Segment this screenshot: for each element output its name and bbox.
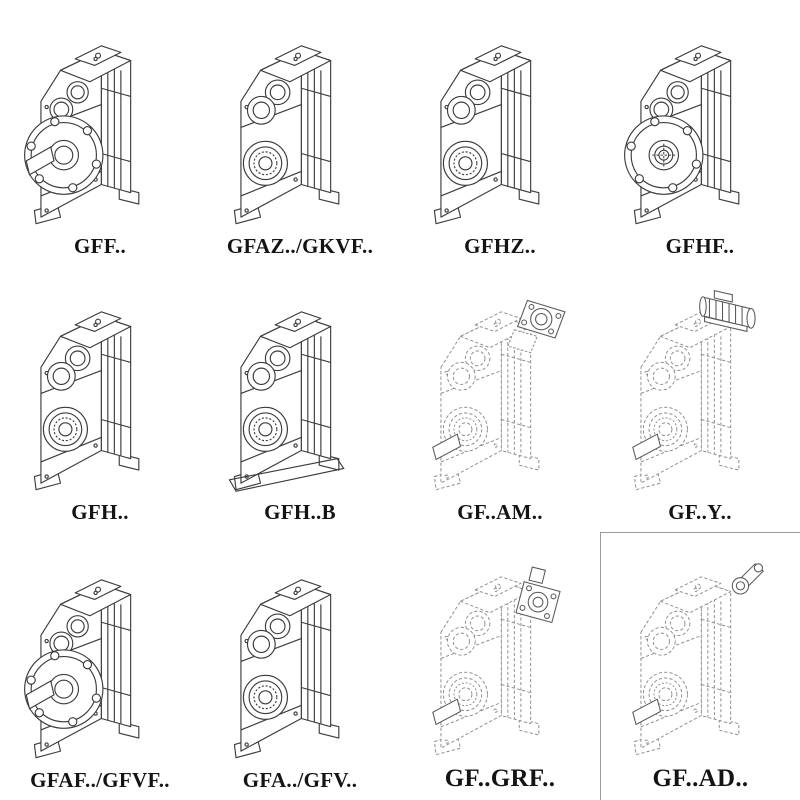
catalog-cell-gff: GFF.. bbox=[0, 0, 200, 266]
model-label-gfhz: GFHZ.. bbox=[464, 234, 536, 258]
model-label-gf-grf: GF..GRF.. bbox=[444, 765, 556, 792]
model-label-gfaz-gkvf: GFAZ../GKVF.. bbox=[226, 234, 374, 258]
flange-hollow-gearbox-icon bbox=[623, 23, 778, 231]
model-label-gf-y: GF..Y.. bbox=[668, 500, 732, 524]
model-label-gf-am: GF..AM.. bbox=[457, 500, 543, 524]
dashed-gearbox-input-flange-icon bbox=[431, 299, 565, 497]
model-label-gfhf: GFHF.. bbox=[665, 234, 735, 258]
catalog-cell-gfaf-gfvf: GFAF../GFVF.. bbox=[0, 532, 200, 800]
catalog-cell-gf-grf: GF..GRF.. bbox=[400, 532, 600, 800]
catalog-cell-gfh: GFH.. bbox=[0, 266, 200, 532]
model-label-gf-ad: GF..AD.. bbox=[652, 765, 749, 792]
catalog-cell-gfh-b: GFH..B bbox=[200, 266, 400, 532]
catalog-cell-gfa-gfv: GFA../GFV.. bbox=[200, 532, 400, 800]
model-label-gfh-b: GFH..B bbox=[264, 500, 336, 524]
catalog-cell-gfhf: GFHF.. bbox=[600, 0, 800, 266]
model-label-gff: GFF.. bbox=[73, 234, 127, 258]
model-label-gfh: GFH.. bbox=[71, 500, 129, 524]
catalog-cell-gf-ad: GF..AD.. bbox=[600, 532, 800, 800]
flange-shaft-gearbox-icon bbox=[23, 557, 178, 765]
dashed-gearbox-motor-icon bbox=[631, 290, 756, 497]
catalog-cell-gfaz-gkvf: GFAZ../GKVF.. bbox=[200, 0, 400, 266]
catalog-cell-gfhz: GFHZ.. bbox=[400, 0, 600, 266]
hollow-shaft-gearbox-icon bbox=[23, 289, 178, 497]
hollow-shaft-gearbox-icon bbox=[223, 557, 378, 765]
hollow-shaft-gearbox-base-icon bbox=[223, 289, 378, 497]
model-label-gfa-gfv: GFA../GFV.. bbox=[242, 768, 358, 792]
flange-shaft-gearbox-icon bbox=[23, 23, 178, 231]
model-label-gfaf-gfvf: GFAF../GFVF.. bbox=[30, 768, 170, 792]
catalog-cell-gf-y: GF..Y.. bbox=[600, 266, 800, 532]
hollow-shaft-gearbox-icon bbox=[223, 23, 378, 231]
dashed-gearbox-input-shaft-icon bbox=[632, 563, 764, 762]
dashed-gearbox-flange-block-icon bbox=[431, 566, 561, 762]
hollow-shaft-gearbox-icon bbox=[423, 23, 578, 231]
catalog-cell-gf-am: GF..AM.. bbox=[400, 266, 600, 532]
